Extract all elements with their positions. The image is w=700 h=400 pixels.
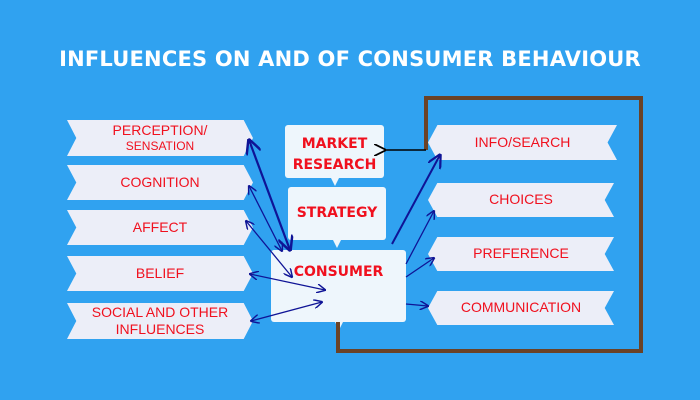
factor-label: BELIEF [135,264,185,281]
arrow-preference [405,258,434,278]
arrow-affect [246,221,292,277]
factor-cognition: COGNITION [67,165,253,200]
factor-label: AFFECT [132,218,188,235]
factor-label: COGNITION [120,173,200,190]
arrow-choices [405,211,434,265]
arrow-info-search [391,155,440,245]
factor-belief: BELIEF [67,256,253,291]
diagram-title: INFLUENCES ON AND OF CONSUMER BEHAVIOUR [59,47,641,71]
arrow-perception [249,140,290,250]
output-label: COMMUNICATION [460,299,582,316]
output-choices: CHOICES [428,183,614,217]
output-info-search: INFO/SEARCH [428,125,617,160]
research-label: RESEARCH [292,157,377,173]
factor-label: PERCEPTION/ [112,121,208,138]
arrow-belief [250,274,325,290]
factor-sublabel: SENSATION [125,139,195,154]
strategy-box: STRATEGY [288,187,386,248]
factor-perception: PERCEPTION/ SENSATION [67,120,253,156]
arrow-social [251,302,322,321]
market-label: MARKET [301,136,368,152]
factor-label: SOCIAL AND OTHER [91,303,229,320]
output-label: CHOICES [489,191,553,208]
strategy-label: STRATEGY [296,205,378,221]
output-label: PREFERENCE [473,245,569,262]
arrow-communication [405,304,428,306]
factor-affect: AFFECT [67,210,253,245]
output-communication: COMMUNICATION [428,291,614,325]
factor-sublabel: INFLUENCES [115,321,205,337]
output-preference: PREFERENCE [428,237,614,271]
arrow-cognition [249,186,282,251]
feedback-loop [336,96,643,353]
output-label: INFO/SEARCH [474,133,571,150]
market-research-box: MARKET RESEARCH [285,125,384,186]
factor-social: SOCIAL AND OTHER INFLUENCES [67,303,253,339]
